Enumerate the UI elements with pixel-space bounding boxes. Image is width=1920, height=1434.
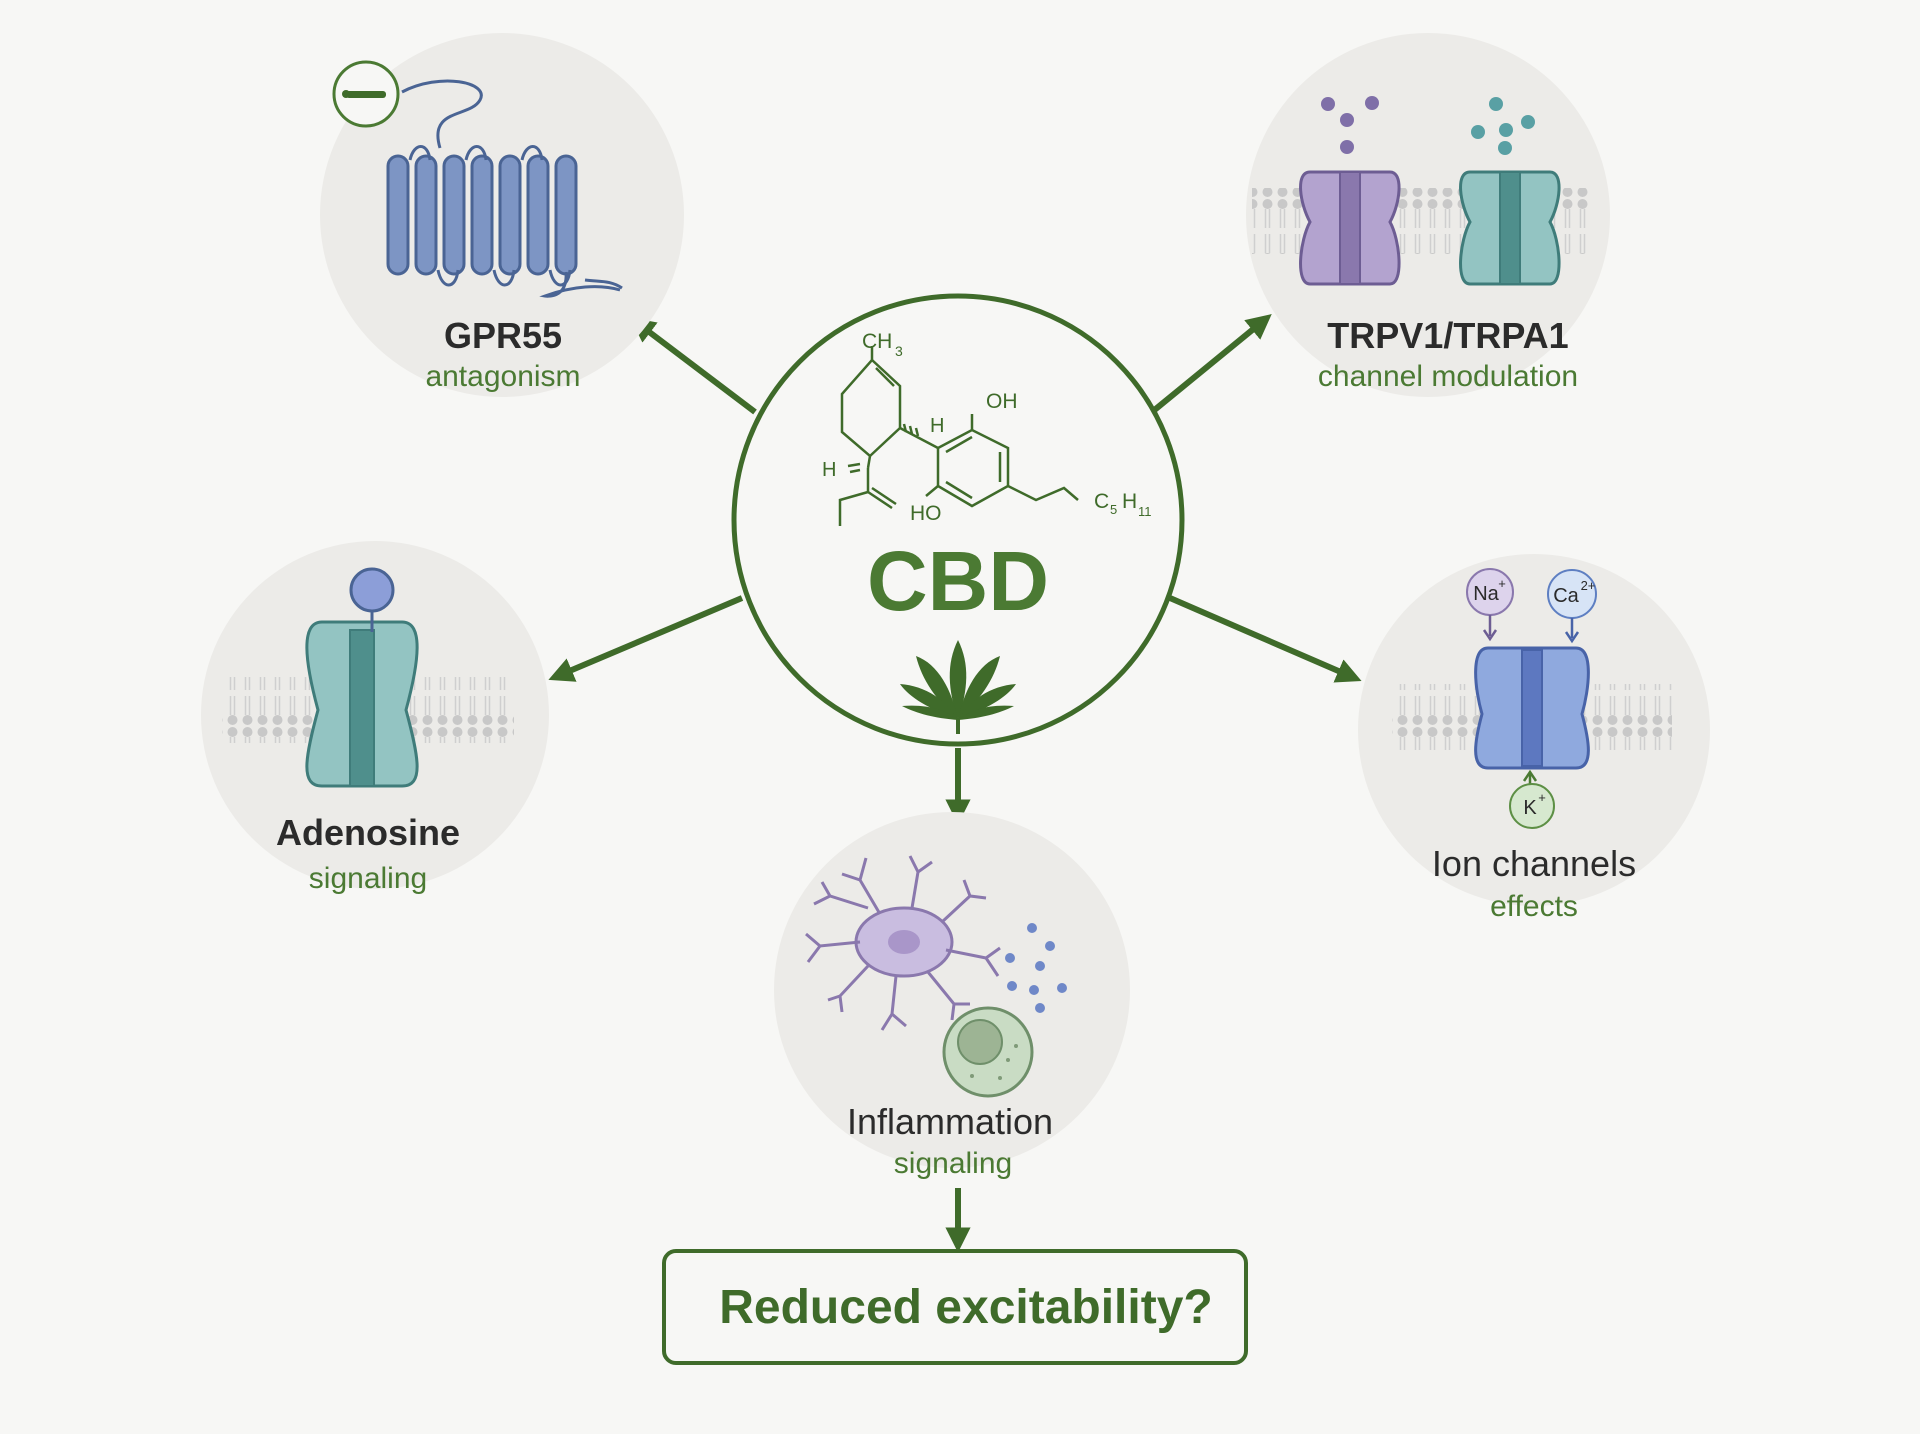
trpv1-channel-icon <box>1299 96 1401 286</box>
formula-h11-sub: 11 <box>1138 504 1152 519</box>
gpr55-title: GPR55 <box>444 315 562 356</box>
cbd-title: CBD <box>867 534 1049 628</box>
calcium-ion-icon: Ca 2+ <box>1547 569 1597 644</box>
cannabis-leaf-icon <box>900 640 1016 734</box>
formula-ch3-sub: 3 <box>895 343 903 359</box>
cytokine-dots-icon <box>1005 923 1067 1013</box>
sodium-ion-charge: + <box>1498 576 1506 591</box>
node-ion-channels: Na + Ca 2+ K + Ion channels effects <box>1358 554 1710 923</box>
formula-h-lower: H <box>822 459 836 481</box>
ion-title: Ion channels <box>1432 843 1636 884</box>
node-gpr55: GPR55 antagonism <box>320 33 684 397</box>
trpv-title: TRPV1/TRPA1 <box>1327 315 1568 356</box>
ion-channel-icon <box>1474 646 1590 770</box>
potassium-ion-icon: K + <box>1509 769 1555 829</box>
calcium-ion-label: Ca <box>1553 585 1579 607</box>
adenosine-title: Adenosine <box>276 812 460 853</box>
sodium-ion-icon: Na + <box>1466 568 1514 642</box>
adenosine-subtitle: signaling <box>309 862 427 895</box>
formula-c5-sub: 5 <box>1110 502 1117 517</box>
cbd-center-circle <box>731 293 1185 747</box>
formula-h11: H <box>1122 490 1137 513</box>
potassium-ion-charge: + <box>1538 790 1546 805</box>
trpv-subtitle: channel modulation <box>1318 360 1578 393</box>
node-inflammation: Inflammation signaling <box>774 812 1130 1180</box>
node-cbd-center: CH 3 H H OH HO C 5 H 11 CBD <box>731 293 1185 747</box>
connector-arrows <box>548 314 1362 1253</box>
arrow-to-gpr55 <box>629 317 757 415</box>
immune-cell-icon <box>942 1006 1034 1098</box>
gpcr-receptor-icon <box>332 60 623 298</box>
trpa1-channel-icon <box>1459 97 1561 286</box>
node-inflammation-background <box>774 812 1130 1168</box>
calcium-ion-charge: 2+ <box>1581 578 1596 593</box>
ion-subtitle: effects <box>1490 890 1578 923</box>
formula-oh: OH <box>986 390 1018 413</box>
outcome-box: Reduced excitability? <box>662 1249 1248 1365</box>
arrow-to-ion-channels <box>1168 595 1362 683</box>
outcome-box-frame <box>662 1249 1248 1365</box>
arrow-to-adenosine <box>548 595 744 682</box>
potassium-ion-label: K <box>1523 797 1537 819</box>
node-adenosine: Adenosine signaling <box>201 541 549 895</box>
gpr55-subtitle: antagonism <box>425 360 580 393</box>
arrow-to-trpv <box>1150 314 1272 415</box>
microglia-cell-icon <box>805 855 1001 1031</box>
formula-c5: C <box>1094 490 1109 513</box>
cbd-structural-formula <box>838 346 1079 526</box>
inflammation-subtitle: signaling <box>894 1147 1012 1180</box>
node-trpv: TRPV1/TRPA1 channel modulation <box>1246 33 1610 397</box>
formula-h-upper: H <box>930 415 944 437</box>
outcome-label: Reduced excitability? <box>719 1281 1212 1334</box>
sodium-ion-label: Na <box>1473 583 1499 605</box>
inflammation-title: Inflammation <box>847 1101 1053 1142</box>
formula-ho: HO <box>910 502 942 525</box>
adenosine-receptor-icon <box>305 567 419 788</box>
formula-ch3: CH <box>862 330 892 353</box>
